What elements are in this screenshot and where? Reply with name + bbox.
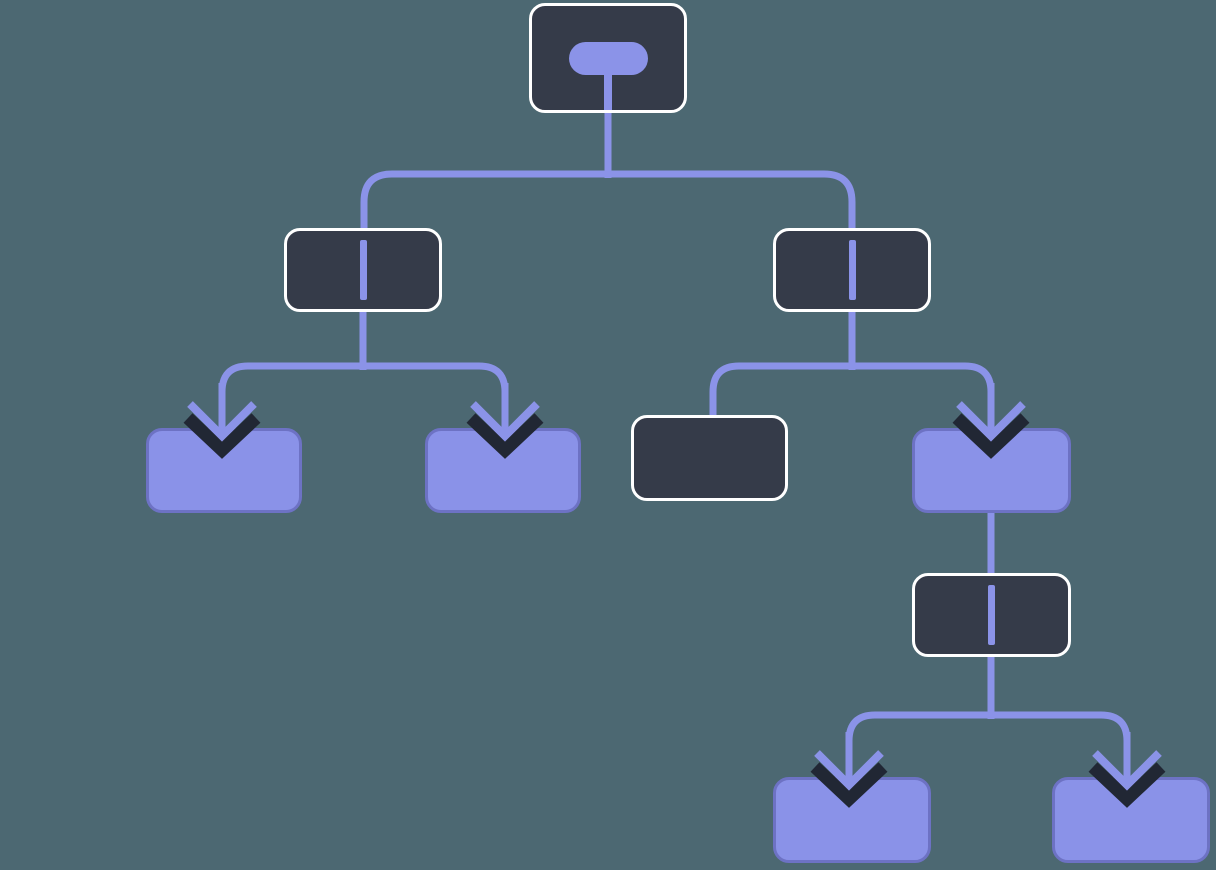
node-leaf-dark[interactable] [631,415,788,501]
node-leaf-left-2[interactable] [425,428,581,513]
topic-pill-icon [532,6,684,110]
node-branch-right[interactable] [773,228,931,312]
node-leaf-left-1[interactable] [146,428,302,513]
divider-bar-icon [848,240,856,300]
pill-stem [604,72,612,110]
divider-bar-icon [359,240,367,300]
node-branch-left[interactable] [284,228,442,312]
node-leaf-bottom-1[interactable] [773,777,931,863]
divider-bar-icon [988,585,995,645]
node-branch-bottom[interactable] [912,573,1071,657]
node-mid-right[interactable] [912,428,1071,513]
node-leaf-bottom-2[interactable] [1052,777,1210,863]
pill-shape [568,42,648,75]
node-root[interactable] [529,3,687,113]
